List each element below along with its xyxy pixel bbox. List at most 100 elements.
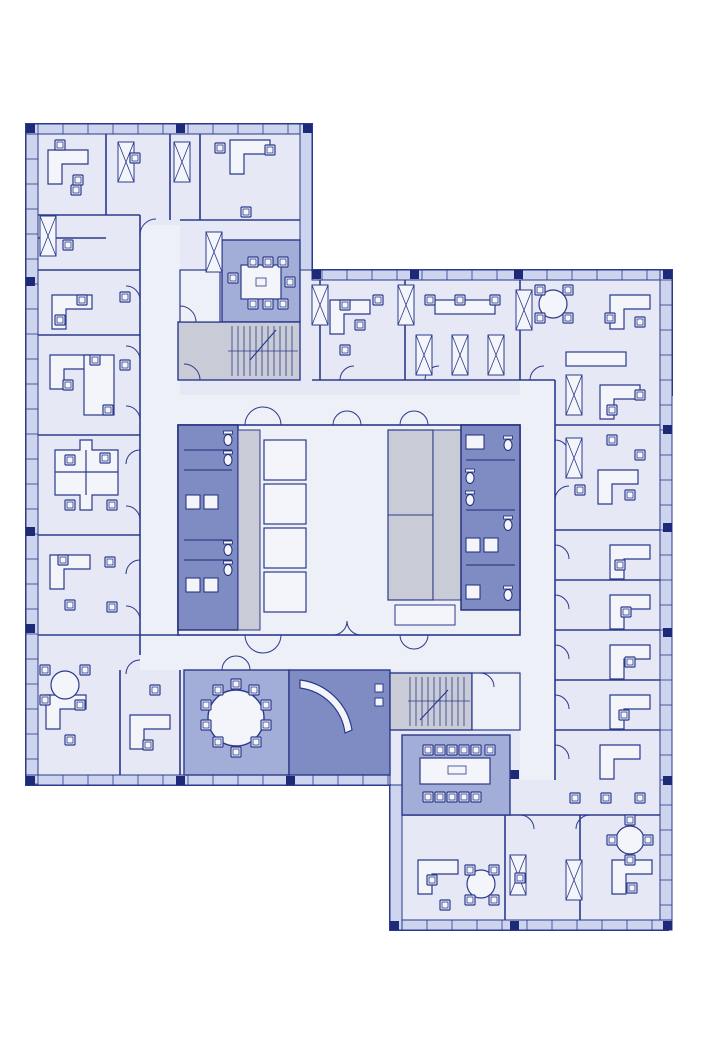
chair (454, 294, 466, 306)
chair (142, 739, 154, 751)
chair (277, 298, 289, 310)
chair (62, 239, 74, 251)
chair (62, 379, 74, 391)
corridors (140, 225, 555, 780)
chair (200, 719, 212, 731)
chair (426, 874, 438, 886)
chair (470, 791, 482, 803)
chair (119, 359, 131, 371)
chair (212, 736, 224, 748)
chair (354, 319, 366, 331)
chair (262, 298, 274, 310)
doors (125, 218, 591, 830)
chair (422, 744, 434, 756)
chair (106, 601, 118, 613)
chair (79, 664, 91, 676)
chair (488, 864, 500, 876)
chair (54, 139, 66, 151)
chair (76, 294, 88, 306)
chair (106, 499, 118, 511)
chair (434, 791, 446, 803)
chair (642, 834, 654, 846)
chair (149, 684, 161, 696)
chair (248, 684, 260, 696)
chair (247, 256, 259, 268)
chair (488, 894, 500, 906)
chair (102, 404, 114, 416)
chair (284, 276, 296, 288)
chair (89, 354, 101, 366)
chair (119, 291, 131, 303)
chair (562, 312, 574, 324)
chair (514, 872, 526, 884)
chair (634, 316, 646, 328)
chair (624, 489, 636, 501)
chair (200, 699, 212, 711)
chair (634, 389, 646, 401)
chair (230, 746, 242, 758)
chair (64, 454, 76, 466)
chair (458, 791, 470, 803)
chair (446, 791, 458, 803)
chair (99, 452, 111, 464)
chair (104, 556, 116, 568)
chair (240, 206, 252, 218)
chair (439, 899, 451, 911)
chair (64, 734, 76, 746)
chair (574, 484, 586, 496)
chair (534, 284, 546, 296)
chair (70, 184, 82, 196)
window-mullions (26, 124, 672, 930)
chair (620, 606, 632, 618)
chair (264, 144, 276, 156)
chair (72, 174, 84, 186)
chair (606, 434, 618, 446)
chair (604, 312, 616, 324)
chair (626, 882, 638, 894)
chair (446, 744, 458, 756)
chair (634, 792, 646, 804)
chair (606, 404, 618, 416)
chair (464, 864, 476, 876)
chair (569, 792, 581, 804)
chair (464, 894, 476, 906)
chair (562, 284, 574, 296)
chair (230, 678, 242, 690)
chair (250, 736, 262, 748)
chair (260, 719, 272, 731)
stair-south (389, 672, 473, 731)
chair (600, 792, 612, 804)
chair (634, 449, 646, 461)
chair (64, 599, 76, 611)
chair (54, 314, 66, 326)
chair (64, 499, 76, 511)
restroom-fixtures (184, 434, 515, 600)
reception (288, 669, 391, 776)
elevator-bank-west (263, 439, 307, 613)
chair (624, 854, 636, 866)
chair (262, 256, 274, 268)
chair (57, 554, 69, 566)
round-tables (50, 289, 645, 899)
chair (372, 294, 384, 306)
chair (484, 744, 496, 756)
structural-columns (26, 124, 672, 930)
chair (618, 709, 630, 721)
building-core (177, 424, 521, 636)
chair (212, 684, 224, 696)
stair-north (177, 321, 301, 381)
chair (470, 744, 482, 756)
chair (129, 152, 141, 164)
chair (489, 294, 501, 306)
chair (424, 294, 436, 306)
chair (227, 272, 239, 284)
chair (534, 312, 546, 324)
chair (624, 656, 636, 668)
chair (422, 791, 434, 803)
chair (247, 298, 259, 310)
chair (458, 744, 470, 756)
chair (339, 299, 351, 311)
chair (624, 814, 636, 826)
